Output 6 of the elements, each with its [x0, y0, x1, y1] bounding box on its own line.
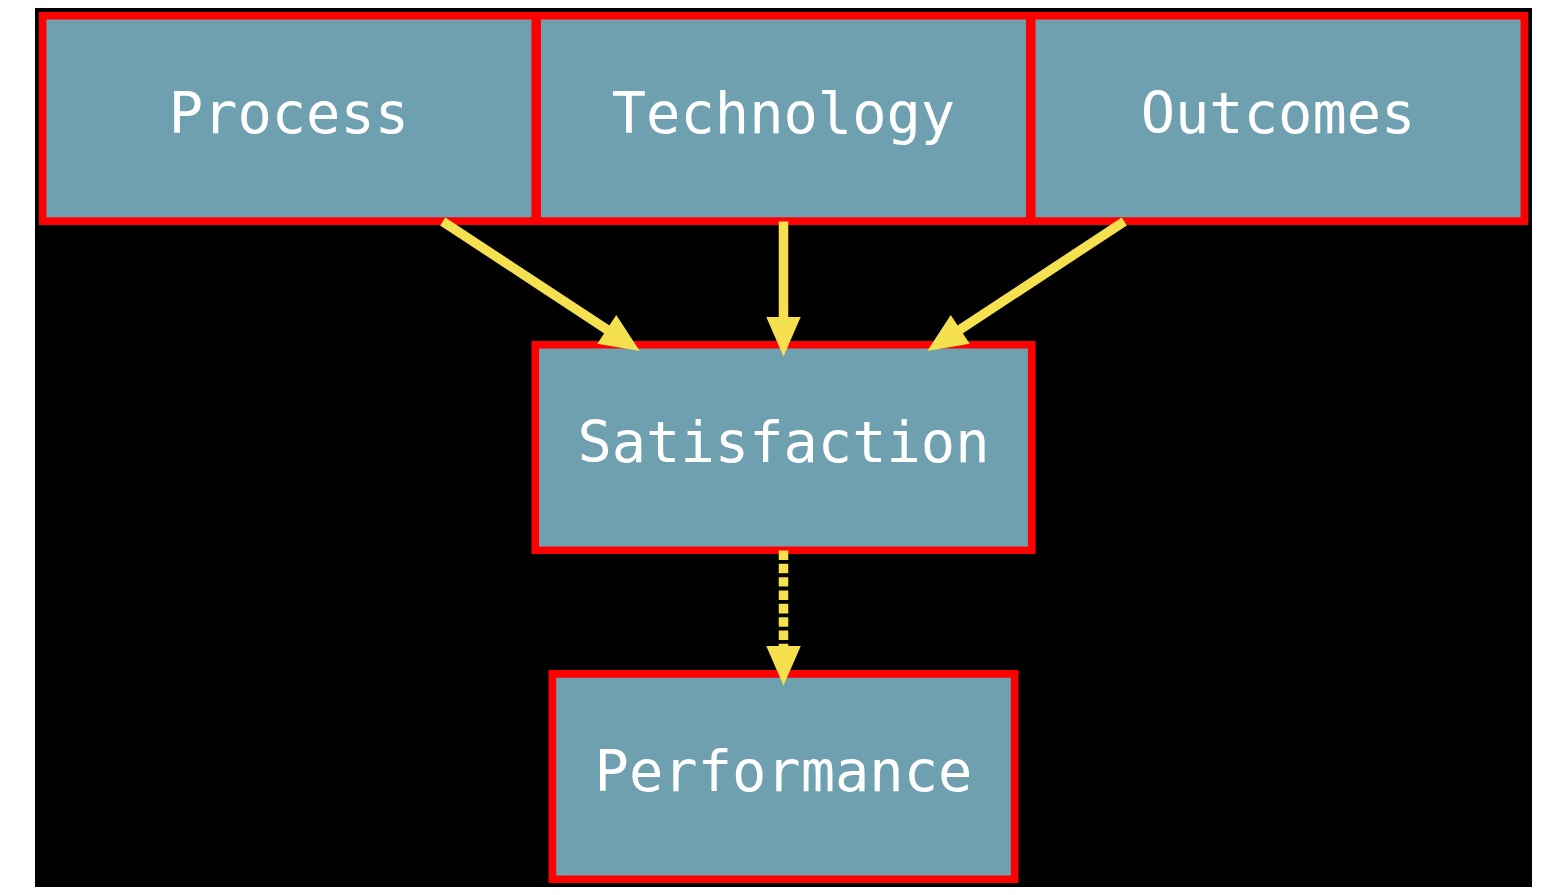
node-box: Performance: [548, 670, 1018, 884]
arrow: [765, 550, 801, 686]
arrow: [439, 217, 640, 352]
arrow: [765, 221, 801, 357]
node-box: Satisfaction: [530, 340, 1036, 555]
arrow: [926, 217, 1127, 352]
